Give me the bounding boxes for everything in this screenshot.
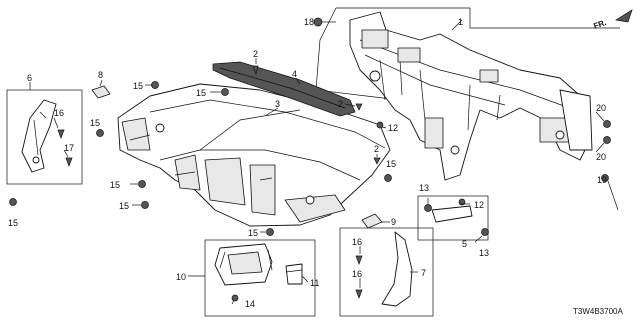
clip-16-c — [355, 289, 363, 299]
callout-2-a: 2 — [253, 49, 258, 59]
callout-15-c: 15 — [90, 118, 100, 128]
diagram-code: T3W4B3700A — [573, 307, 623, 316]
bolt-15-h — [9, 198, 17, 206]
nut-20-a — [603, 120, 611, 128]
callout-15-a: 15 — [133, 81, 143, 91]
callout-8: 8 — [98, 70, 103, 80]
callout-4: 4 — [292, 69, 297, 79]
steering-hanger-beam — [315, 7, 620, 181]
callout-13-b: 13 — [479, 248, 489, 258]
pad-part-9 — [361, 213, 383, 229]
callout-18: 18 — [304, 17, 314, 27]
front-direction-label: FR. — [592, 18, 607, 31]
callout-15-g: 15 — [386, 159, 396, 169]
callout-11: 11 — [310, 278, 319, 288]
bolt-15-d — [130, 180, 146, 188]
dashboard-side-cover — [339, 227, 434, 317]
callout-13-a: 13 — [419, 183, 429, 193]
bolt-19 — [601, 174, 619, 211]
screw-14 — [231, 294, 239, 302]
nut-13-a — [424, 204, 432, 212]
callout-5: 5 — [462, 239, 467, 249]
callout-15-e: 15 — [119, 201, 129, 211]
callout-2-c: 2 — [374, 144, 379, 154]
callout-17: 17 — [64, 143, 74, 153]
clip-2-c — [373, 157, 381, 165]
callout-labels: 1 2 2 2 3 4 5 6 7 8 9 10 11 12 12 13 13 … — [8, 17, 607, 309]
bolt-12-b — [458, 198, 466, 206]
fasteners — [9, 17, 619, 302]
pad-part-8 — [91, 85, 111, 99]
clip-part — [285, 263, 303, 285]
bolt-15-c — [96, 129, 104, 137]
callout-12-b: 12 — [474, 200, 484, 210]
bolt-15-f — [260, 228, 274, 236]
nut-13-b — [481, 228, 489, 236]
callout-3: 3 — [275, 99, 280, 109]
bracket-part-5 — [417, 195, 489, 241]
callout-2-b: 2 — [338, 99, 343, 109]
clip-16-a — [57, 129, 65, 139]
callout-15-h: 15 — [8, 218, 18, 228]
callout-1: 1 — [458, 17, 463, 27]
instrument-panel-assembly — [117, 83, 391, 227]
callout-7: 7 — [421, 268, 426, 278]
defroster-garnish — [212, 61, 356, 117]
clip-16-b — [355, 255, 363, 265]
side-cover-assembly — [6, 89, 83, 185]
callout-15-d: 15 — [110, 180, 120, 190]
front-direction-indicator: FR. — [592, 9, 633, 31]
bolt-12-a — [376, 121, 384, 129]
clip-2-a — [252, 65, 259, 76]
callout-19: 19 — [597, 175, 607, 185]
bolt-15-b — [210, 88, 229, 96]
leader-lines — [29, 19, 605, 305]
callout-12-a: 12 — [388, 123, 398, 133]
callout-9: 9 — [391, 217, 396, 227]
bolt-15-a — [145, 81, 159, 89]
clip-2-b — [355, 103, 363, 111]
callout-16-a: 16 — [54, 108, 64, 118]
callout-20-b: 20 — [596, 152, 606, 162]
callout-15-b: 15 — [196, 88, 206, 98]
clip-17 — [65, 157, 73, 167]
nut-20-b — [603, 136, 611, 144]
callout-14: 14 — [245, 299, 255, 309]
callout-10: 10 — [176, 272, 186, 282]
bolt-15-e — [132, 201, 149, 209]
callout-16-b: 16 — [352, 237, 362, 247]
callout-20-a: 20 — [596, 103, 606, 113]
airbag-module — [204, 239, 316, 317]
bolt-18 — [313, 17, 336, 27]
bolt-15-g — [384, 174, 392, 182]
callout-15-f: 15 — [248, 228, 258, 238]
callout-6: 6 — [27, 73, 32, 83]
callout-16-c: 16 — [352, 269, 362, 279]
